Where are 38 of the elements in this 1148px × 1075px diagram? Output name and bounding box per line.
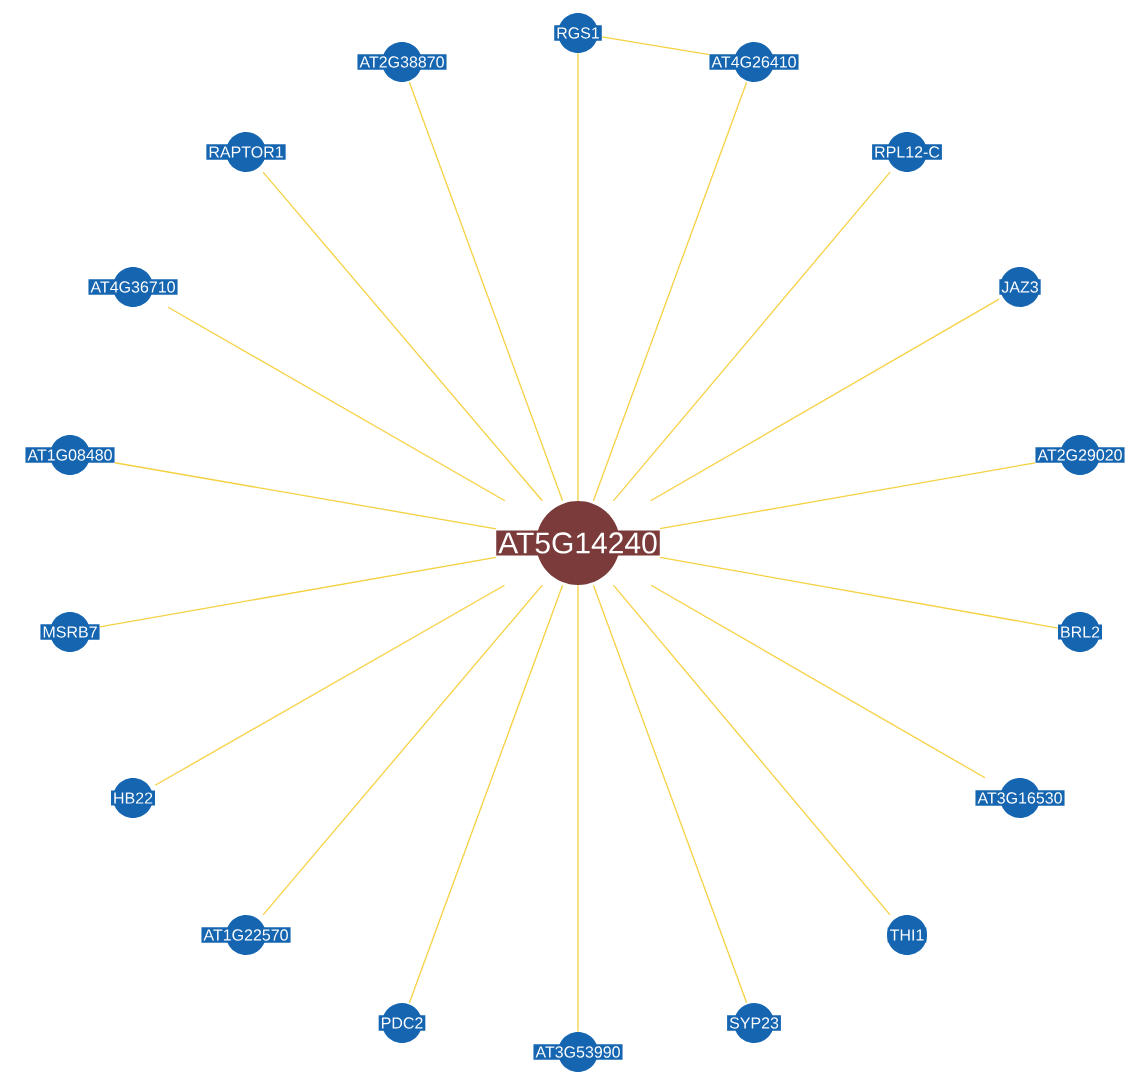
edge-line — [99, 556, 497, 628]
edge-line — [650, 298, 1000, 502]
gene-node: THI1 — [887, 915, 927, 955]
gene-node: AT3G16530 — [975, 778, 1065, 818]
gene-node: RGS1 — [554, 13, 602, 53]
edge-line — [408, 81, 564, 502]
edge-line — [659, 462, 1036, 530]
edge-line — [114, 462, 497, 530]
edge-line — [408, 584, 564, 1004]
edge-line — [592, 584, 748, 1004]
edge-line — [612, 171, 891, 502]
edge-line — [577, 52, 579, 502]
gene-node: JAZ3 — [999, 267, 1041, 307]
gene-node: AT1G22570 — [201, 915, 291, 955]
edge-line — [601, 36, 710, 56]
edge-line — [262, 584, 543, 916]
edge-line — [167, 306, 506, 502]
edge-line — [154, 584, 506, 786]
edge-line — [262, 171, 543, 502]
gene-node: RPL12-C — [872, 132, 942, 172]
hub-node: AT5G14240 — [496, 501, 660, 585]
edge-line — [659, 556, 1059, 629]
gene-node: AT3G53990 — [533, 1032, 623, 1072]
gene-node: SYP23 — [727, 1003, 781, 1043]
gene-node: AT4G36710 — [88, 267, 178, 307]
gene-node: MSRB7 — [40, 612, 100, 652]
gene-node: AT2G29020 — [1035, 435, 1125, 475]
gene-node: RAPTOR1 — [206, 132, 286, 172]
edge-line — [612, 584, 891, 916]
gene-node: AT4G26410 — [709, 42, 799, 82]
gene-node: AT1G08480 — [25, 435, 115, 475]
gene-node: PDC2 — [378, 1003, 426, 1043]
edge-line — [577, 584, 579, 1033]
gene-node: AT2G38870 — [357, 42, 447, 82]
edge-line — [650, 584, 986, 779]
edge-line — [592, 81, 748, 502]
gene-node: HB22 — [111, 778, 155, 818]
gene-node: BRL2 — [1058, 612, 1102, 652]
